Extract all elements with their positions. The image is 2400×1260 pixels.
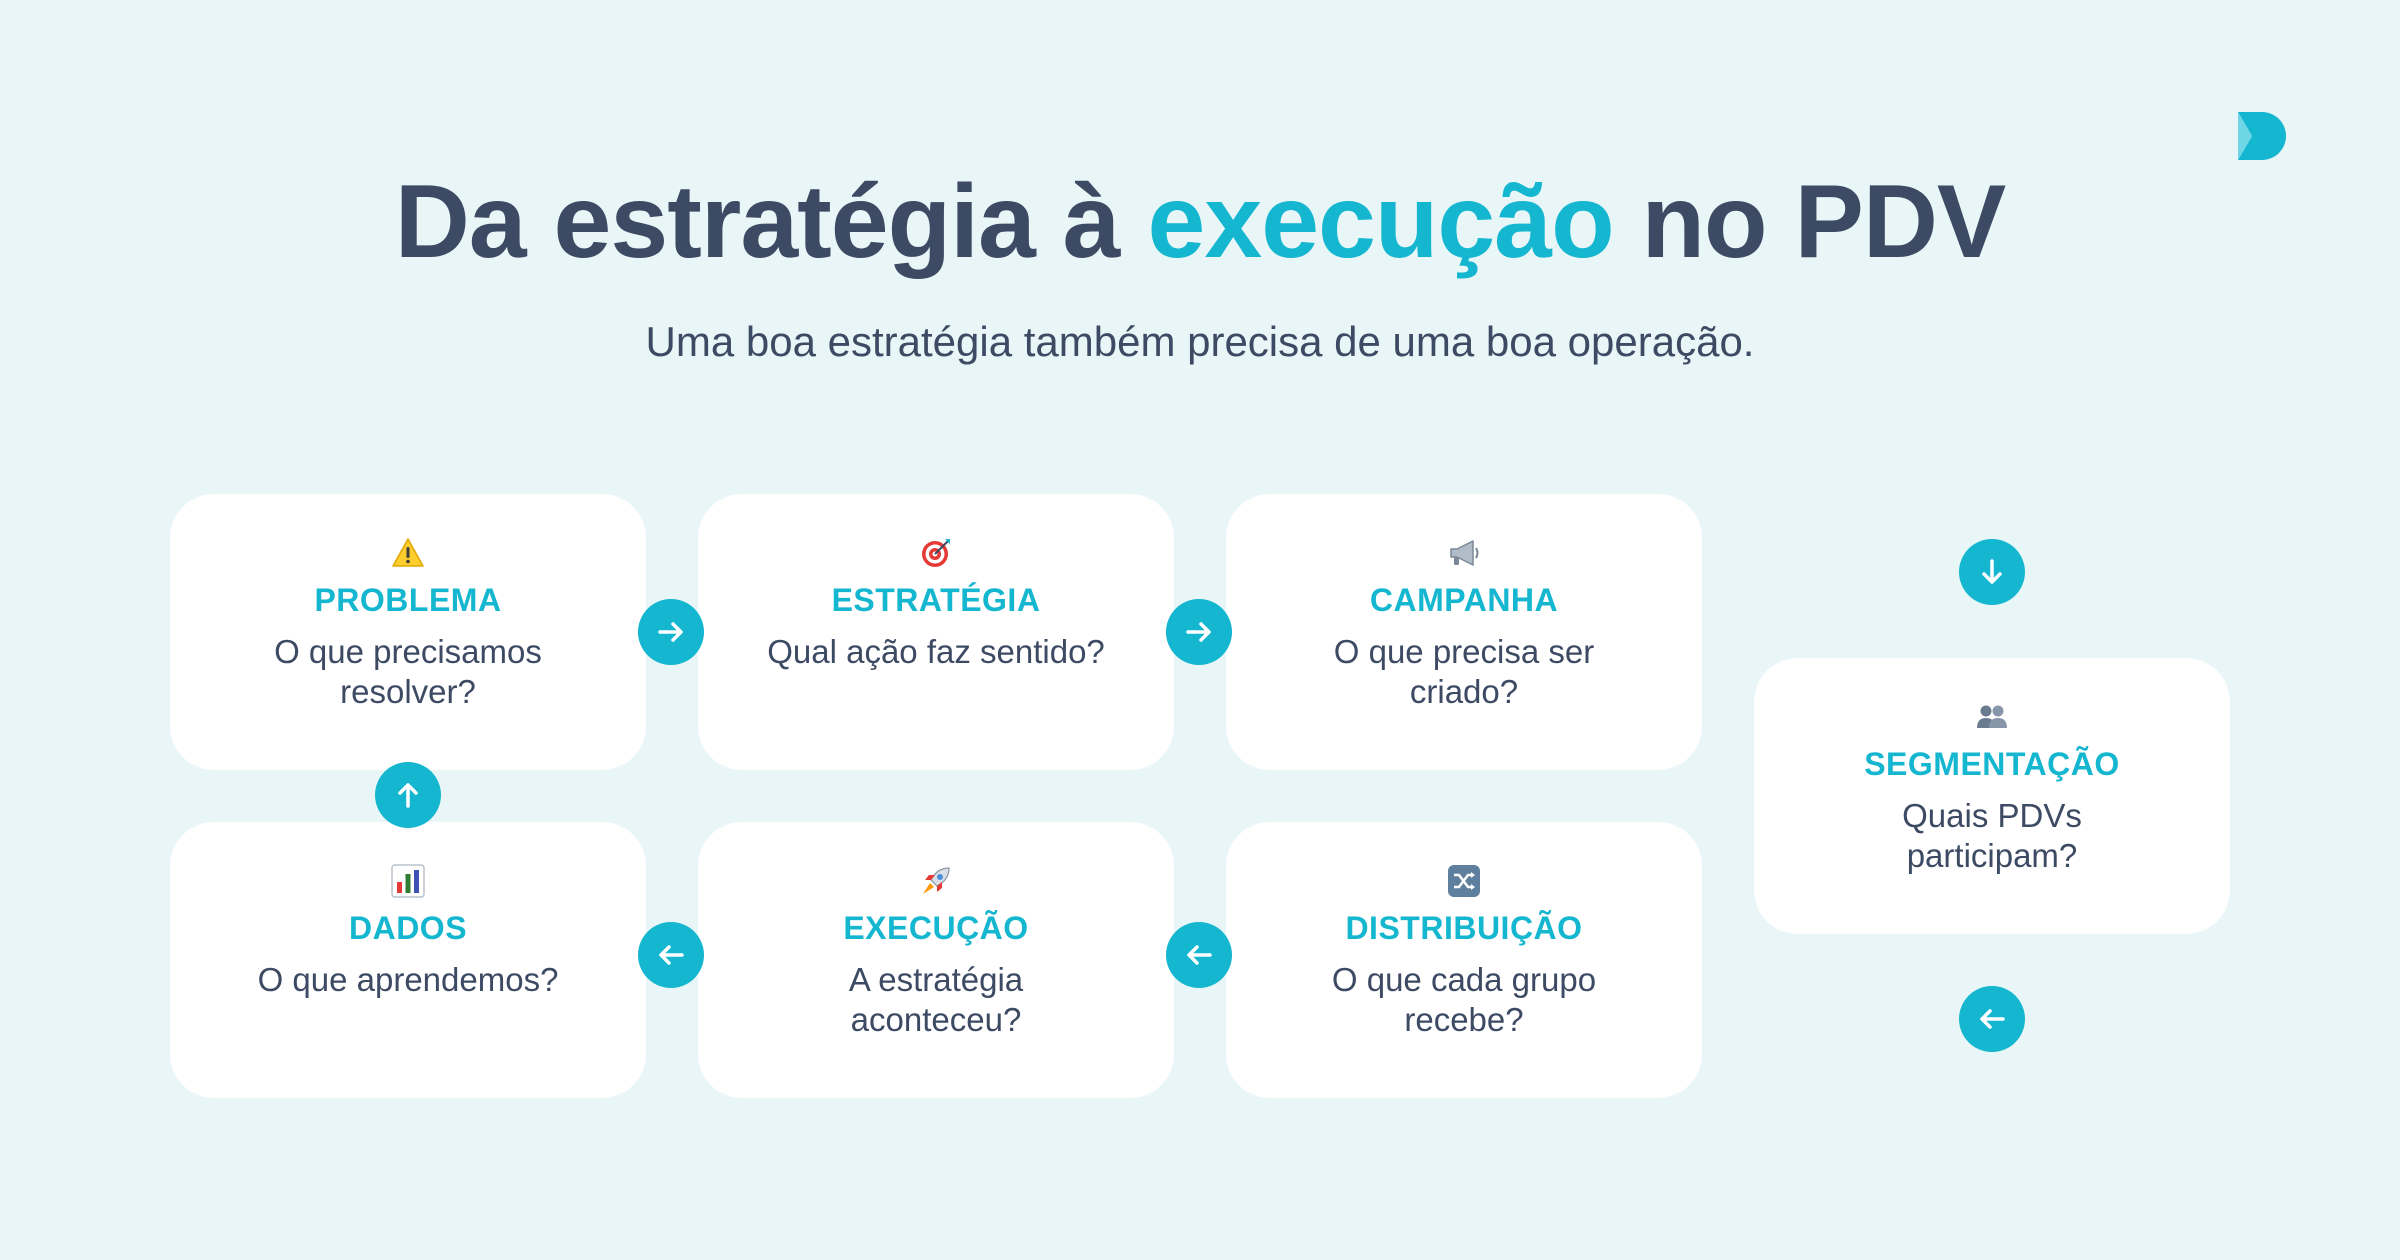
step-card-problema: PROBLEMA O que precisamos resolver?	[170, 494, 646, 770]
step-question: Qual ação faz sentido?	[767, 633, 1105, 670]
step-card-estrategia: ESTRATÉGIA Qual ação faz sentido?	[698, 494, 1174, 770]
brand-logo-icon	[2238, 112, 2286, 160]
warning-icon	[392, 538, 424, 567]
title-part-2: no PDV	[1613, 164, 2007, 280]
arrow-right-icon	[638, 599, 704, 665]
shuffle-icon	[1448, 865, 1480, 897]
title-part-1: Da estratégia à	[394, 164, 1148, 280]
step-label: DADOS	[348, 910, 468, 946]
step-label: ESTRATÉGIA	[831, 582, 1041, 618]
bar-chart-icon	[391, 864, 425, 898]
step-question: A estratégia aconteceu?	[848, 961, 1024, 1038]
step-card-execucao: EXECUÇÃO A estratégia aconteceu?	[698, 822, 1174, 1098]
step-question: O que cada grupo recebe?	[1331, 961, 1597, 1038]
step-label: CAMPANHA	[1369, 582, 1559, 618]
step-question: O que precisa ser criado?	[1333, 633, 1595, 710]
step-label: DISTRIBUIÇÃO	[1345, 910, 1583, 946]
step-question: Quais PDVs participam?	[1902, 797, 2082, 874]
step-label: EXECUÇÃO	[843, 910, 1029, 946]
page-title: Da estratégia à execução no PDV	[0, 162, 2400, 282]
arrow-left-icon	[1959, 986, 2025, 1052]
step-card-dados: DADOS O que aprendemos?	[170, 822, 646, 1098]
target-icon	[922, 539, 950, 567]
step-card-distribuicao: DISTRIBUIÇÃO O que cada grupo recebe?	[1226, 822, 1702, 1098]
step-card-segmentacao: SEGMENTAÇÃO Quais PDVs participam?	[1754, 658, 2230, 934]
title-accent: execução	[1147, 164, 1615, 280]
arrow-down-icon	[1959, 539, 2025, 605]
people-icon	[1977, 705, 2007, 728]
arrow-left-icon	[1166, 922, 1232, 988]
step-label: PROBLEMA	[314, 582, 502, 618]
step-question: O que precisamos resolver?	[274, 633, 542, 710]
megaphone-icon	[1450, 540, 1479, 566]
arrow-right-icon	[1166, 599, 1232, 665]
step-question: O que aprendemos?	[257, 961, 559, 998]
arrow-left-icon	[638, 922, 704, 988]
rocket-icon	[923, 867, 950, 894]
step-label: SEGMENTAÇÃO	[1864, 746, 2120, 782]
step-card-campanha: CAMPANHA O que precisa ser criado?	[1226, 494, 1702, 770]
page-subtitle: Uma boa estratégia também precisa de uma…	[645, 318, 1755, 365]
arrow-up-icon	[375, 762, 441, 828]
